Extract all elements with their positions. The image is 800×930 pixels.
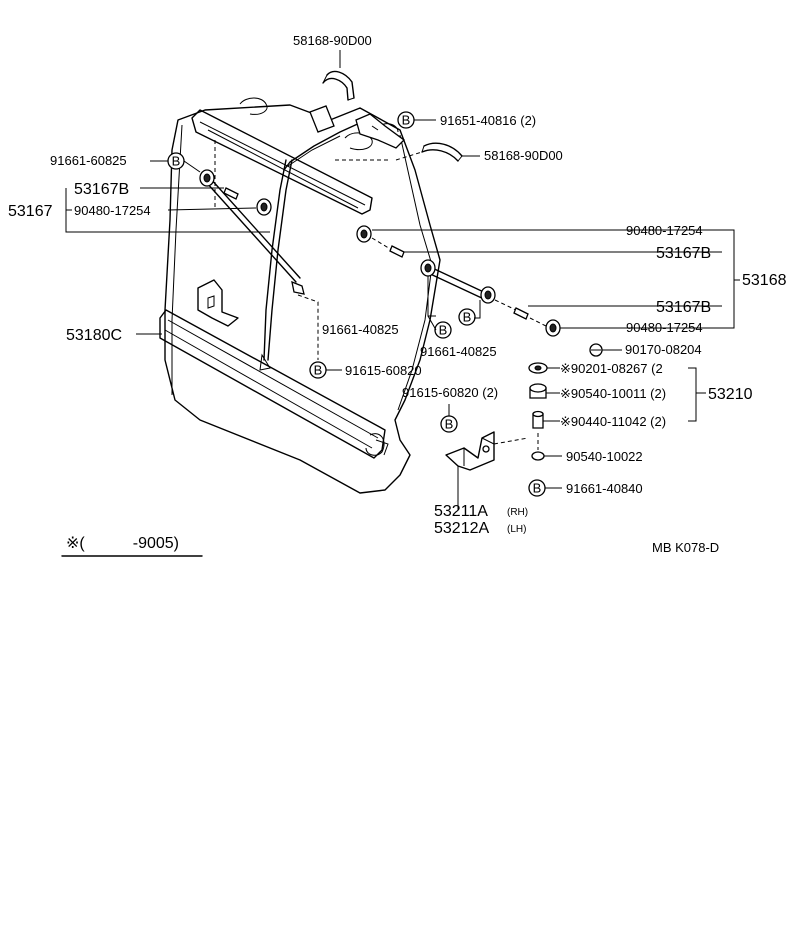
label-91661-60825: 91661-60825: [50, 153, 127, 168]
label-53212A-side: (LH): [507, 524, 526, 535]
leader-lines: [65, 50, 740, 489]
svg-text:B: B: [172, 154, 181, 169]
label-53210: 53210: [708, 386, 753, 403]
bolt-marker-91651: B: [397, 111, 415, 129]
label-91661-40840: 91661-40840: [566, 481, 643, 496]
svg-text:B: B: [533, 481, 542, 496]
hose-58168-right: [395, 142, 463, 162]
svg-text:B: B: [445, 417, 454, 432]
svg-text:B: B: [402, 113, 411, 128]
svg-text:B: B: [463, 310, 472, 325]
label-90201: ※90201-08267 (2: [560, 361, 663, 376]
bolt-marker-91615-60820-2: B: [440, 415, 458, 433]
label-90480-right-top: 90480-17254: [626, 223, 703, 238]
label-90540-10011: ※90540-10011 (2): [560, 386, 666, 401]
stay-rod-left: [199, 169, 319, 360]
label-53167B-right-top: 53167B: [656, 245, 711, 262]
label-90170: 90170-08204: [625, 342, 702, 357]
label-53168: 53168: [742, 272, 787, 289]
label-53211A-side: (RH): [507, 507, 528, 518]
stay-rod-right: [356, 225, 603, 357]
bolt-marker-91615-60820: B: [309, 361, 327, 379]
label-90480-left: 90480-17254: [74, 203, 151, 218]
part-labels: 58168-90D00 91651-40816 (2) 58168-90D00 …: [8, 33, 787, 537]
label-53167: 53167: [8, 203, 53, 220]
label-90480-right-bot: 90480-17254: [626, 320, 703, 335]
label-91615-60820: 91615-60820: [345, 363, 422, 378]
label-53211A: 53211A: [434, 503, 488, 520]
bracket-53211A: [445, 431, 529, 510]
label-53212A: 53212A: [434, 520, 489, 537]
label-58168-top: 58168-90D00: [293, 33, 372, 48]
label-91661-40825-b: 91661-40825: [420, 344, 497, 359]
bolt-marker-91661-40840: B: [528, 479, 546, 497]
footer: ※( -9005) MB K078-D: [61, 535, 719, 557]
catalog-code: MB K078-D: [652, 540, 719, 555]
label-53180C: 53180C: [66, 327, 122, 344]
label-90440: ※90440-11042 (2): [560, 414, 666, 429]
label-91651: 91651-40816 (2): [440, 113, 536, 128]
footnote: ※( -9005): [66, 535, 179, 552]
hose-58168-top: [322, 70, 355, 101]
label-53167B-left: 53167B: [74, 181, 129, 198]
label-91615-60820-2: 91615-60820 (2): [402, 385, 498, 400]
bolt-marker-91661-40825-b: B: [458, 308, 476, 326]
svg-text:B: B: [439, 323, 448, 338]
mount-hardware-53210: [528, 362, 548, 461]
bolt-marker-91661-60825: B: [167, 152, 185, 170]
radiator-assembly: [159, 97, 441, 494]
label-58168-right: 58168-90D00: [484, 148, 563, 163]
bolt-marker-91661-40825-a: B: [434, 321, 452, 339]
label-90540-10022: 90540-10022: [566, 449, 643, 464]
svg-text:B: B: [314, 363, 323, 378]
label-91661-40825-a: 91661-40825: [322, 322, 399, 337]
label-53167B-right-bot: 53167B: [656, 299, 711, 316]
